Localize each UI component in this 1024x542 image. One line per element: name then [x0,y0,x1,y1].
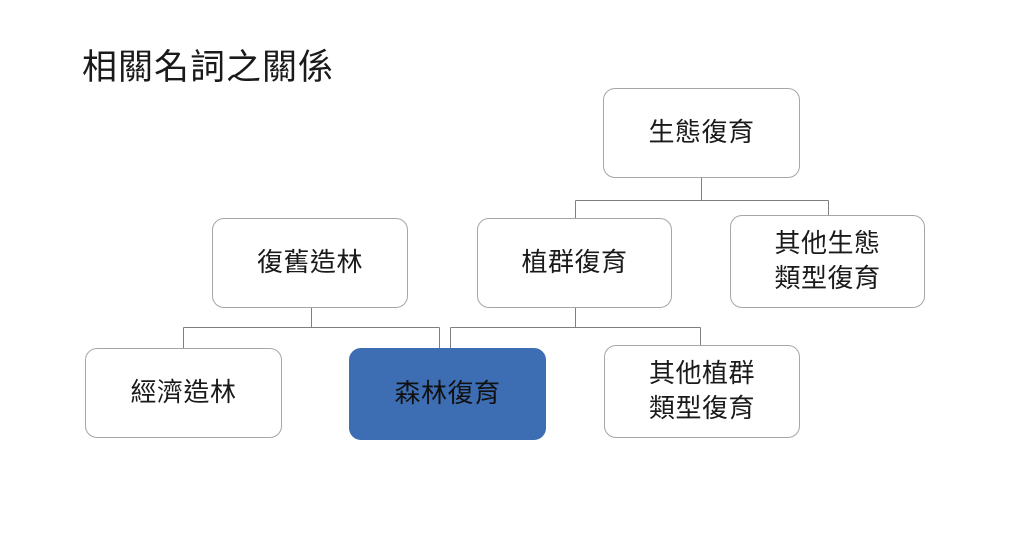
node-vegetation-restoration[interactable]: 植群復育 [477,218,672,308]
node-other-vegetation-types[interactable]: 其他植群 類型復育 [604,345,800,438]
node-economic-afforestation[interactable]: 經濟造林 [85,348,282,438]
node-other-ecological-types[interactable]: 其他生態 類型復育 [730,215,925,308]
node-label-line1: 其他植群 [648,359,755,390]
node-label: 生態復育 [648,117,755,148]
node-label: 森林復育 [394,378,501,409]
node-label-line1: 其他生態 [774,229,881,260]
node-label-line2: 類型復育 [774,263,881,294]
page-title: 相關名詞之關係 [82,48,335,88]
node-label: 復舊造林 [256,247,363,278]
node-forest-restoration[interactable]: 森林復育 [349,348,546,440]
node-ecological-restoration[interactable]: 生態復育 [603,88,800,178]
node-label: 經濟造林 [130,377,237,408]
node-rehabilitation-afforestation[interactable]: 復舊造林 [212,218,408,308]
node-label-line2: 類型復育 [648,393,755,424]
node-label: 植群復育 [521,247,628,278]
